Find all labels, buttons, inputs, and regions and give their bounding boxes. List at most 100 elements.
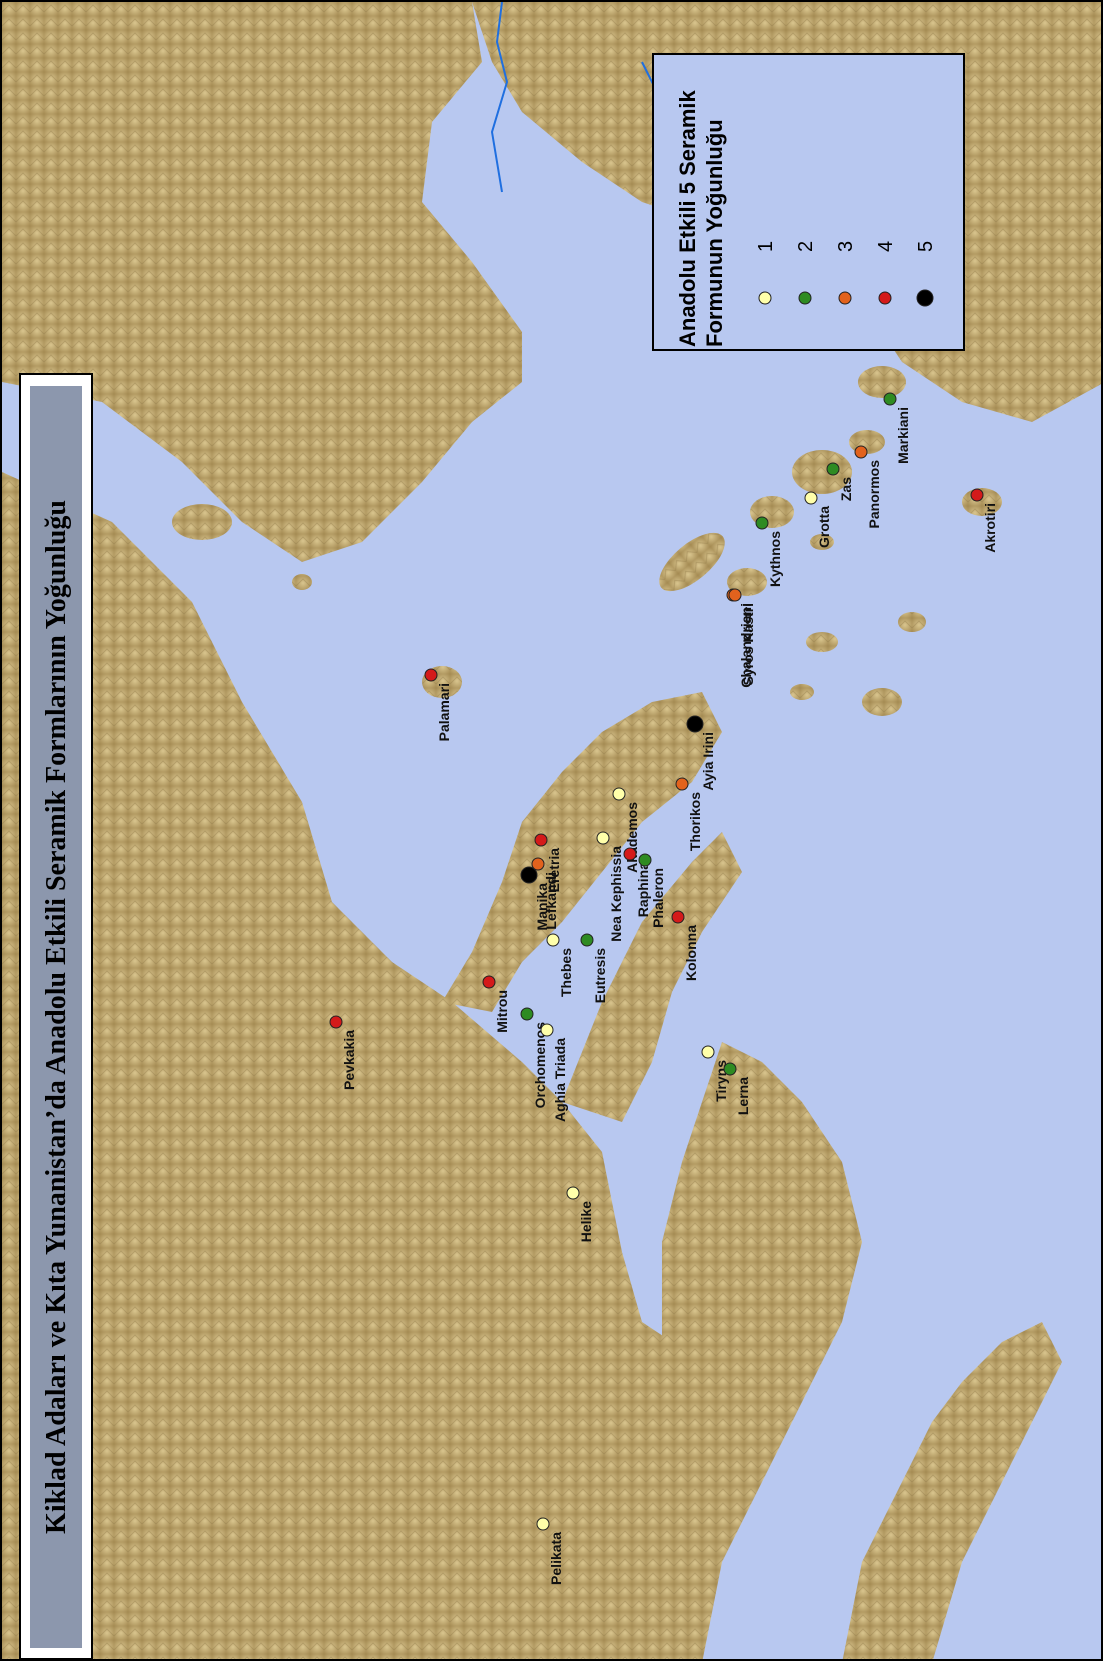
site-marker	[675, 777, 689, 791]
legend: Anadolu Etkili 5 Seramik Formunun Yoğunl…	[652, 53, 965, 351]
site-marker	[612, 787, 626, 801]
map-title: Kiklad Adaları ve Kıta Yunanistan’da Ana…	[41, 500, 72, 1534]
site-marker	[723, 1062, 737, 1076]
site-label: Nea Kephissia	[608, 846, 624, 942]
site-label: Phaleron	[650, 868, 666, 928]
site-label: Helike	[578, 1201, 594, 1242]
site-label: Orchomenos	[532, 1022, 548, 1109]
legend-marker	[878, 291, 892, 305]
site-label: Palamari	[436, 683, 452, 741]
site-marker	[566, 1186, 580, 1200]
site-label: Zas	[838, 477, 854, 501]
site-kolonna: Kolonna	[671, 910, 699, 981]
legend-marker	[758, 291, 772, 305]
site-marker	[596, 831, 610, 845]
legend-label: 5	[915, 241, 937, 252]
site-marker	[755, 516, 769, 530]
site-markiani: Markiani	[883, 392, 911, 464]
legend-item-3: 3	[835, 241, 857, 305]
site-mitrou: Mitrou	[482, 975, 510, 1033]
site-zas: Zas	[826, 462, 854, 501]
legend-items: 1 2 3 4 5	[755, 241, 937, 307]
legend-label: 1	[755, 241, 777, 252]
site-ayia-irini: Ayia Irini	[686, 715, 716, 791]
legend-title-line2: Formunun Yoğunluğu	[702, 119, 727, 347]
legend-title-line1: Anadolu Etkili 5 Seramik	[675, 89, 700, 347]
site-marker	[531, 857, 545, 871]
site-label: Thorikos	[687, 792, 703, 851]
site-panormos: Panormos	[854, 445, 882, 529]
legend-item-5: 5	[915, 241, 937, 307]
legend-label: 3	[835, 241, 857, 252]
site-marker	[638, 853, 652, 867]
site-thebes: Thebes	[546, 933, 574, 997]
site-label: Raphina	[635, 862, 651, 917]
legend-marker	[798, 291, 812, 305]
site-grotta: Grotta	[804, 491, 832, 548]
peloponnese-south	[842, 1322, 1062, 1659]
site-label: Pevkakia	[341, 1030, 357, 1090]
site-marker	[623, 847, 637, 861]
site-label: Panormos	[866, 460, 882, 529]
site-phaleron: Phaleron	[638, 853, 666, 928]
site-helike: Helike	[566, 1186, 594, 1242]
mainland-north	[2, 2, 522, 562]
site-label: Kythnos	[767, 531, 783, 587]
site-marker	[534, 833, 548, 847]
site-nea-kephissia: Nea Kephissia	[596, 831, 624, 942]
site-marker	[883, 392, 897, 406]
site-label: Manika	[534, 883, 550, 931]
site-label: Lefkandi	[543, 872, 559, 930]
mainland-greece	[2, 472, 722, 1659]
site-marker	[482, 975, 496, 989]
euboea-island	[442, 692, 722, 1012]
site-manika: Manika	[520, 866, 550, 931]
site-syros-kastri: Syros Kastri	[728, 588, 756, 685]
site-pelikata: Pelikata	[536, 1517, 564, 1585]
site-marker	[329, 1015, 343, 1029]
site-label: Eutresis	[592, 948, 608, 1003]
site-marker	[854, 445, 868, 459]
river	[490, 2, 509, 193]
site-marker	[804, 491, 818, 505]
site-marker	[580, 933, 594, 947]
legend-item-4: 4	[875, 241, 897, 305]
site-label: Markiani	[895, 407, 911, 464]
site-label: Akrotiri	[982, 503, 998, 553]
legend-label: 4	[875, 241, 897, 252]
peloponnese	[592, 1042, 862, 1659]
site-marker	[826, 462, 840, 476]
site-palamari: Palamari	[424, 668, 452, 741]
site-label: Syros Kastri	[740, 603, 756, 685]
legend-marker	[838, 291, 852, 305]
title-banner: Kiklad Adaları ve Kıta Yunanistan’da Ana…	[19, 373, 93, 1659]
site-marker	[686, 715, 704, 733]
site-orchomenos: Orchomenos	[520, 1007, 548, 1109]
site-lerna: Lerna	[723, 1062, 751, 1115]
site-label: Grotta	[816, 506, 832, 548]
site-marker	[546, 933, 560, 947]
legend-label: 2	[795, 241, 817, 252]
site-label: Kolonna	[683, 925, 699, 981]
site-label: Lerna	[735, 1077, 751, 1115]
site-label: Eretria	[546, 848, 562, 893]
site-label: Chalandriani	[738, 603, 754, 688]
site-marker	[701, 1045, 715, 1059]
site-label: Aghia Triada	[552, 1038, 568, 1122]
legend-marker	[916, 289, 934, 307]
site-marker	[536, 1517, 550, 1531]
site-marker	[540, 1023, 554, 1037]
site-label: Pelikata	[548, 1532, 564, 1585]
site-marker	[520, 866, 538, 884]
site-marker	[424, 668, 438, 682]
site-aghia-triada: Aghia Triada	[540, 1023, 568, 1122]
legend-item-2: 2	[795, 241, 817, 305]
site-marker	[970, 488, 984, 502]
site-marker	[671, 910, 685, 924]
site-akrotiri: Akrotiri	[970, 488, 998, 553]
site-raphina: Raphina	[623, 847, 651, 917]
attica	[562, 832, 742, 1122]
